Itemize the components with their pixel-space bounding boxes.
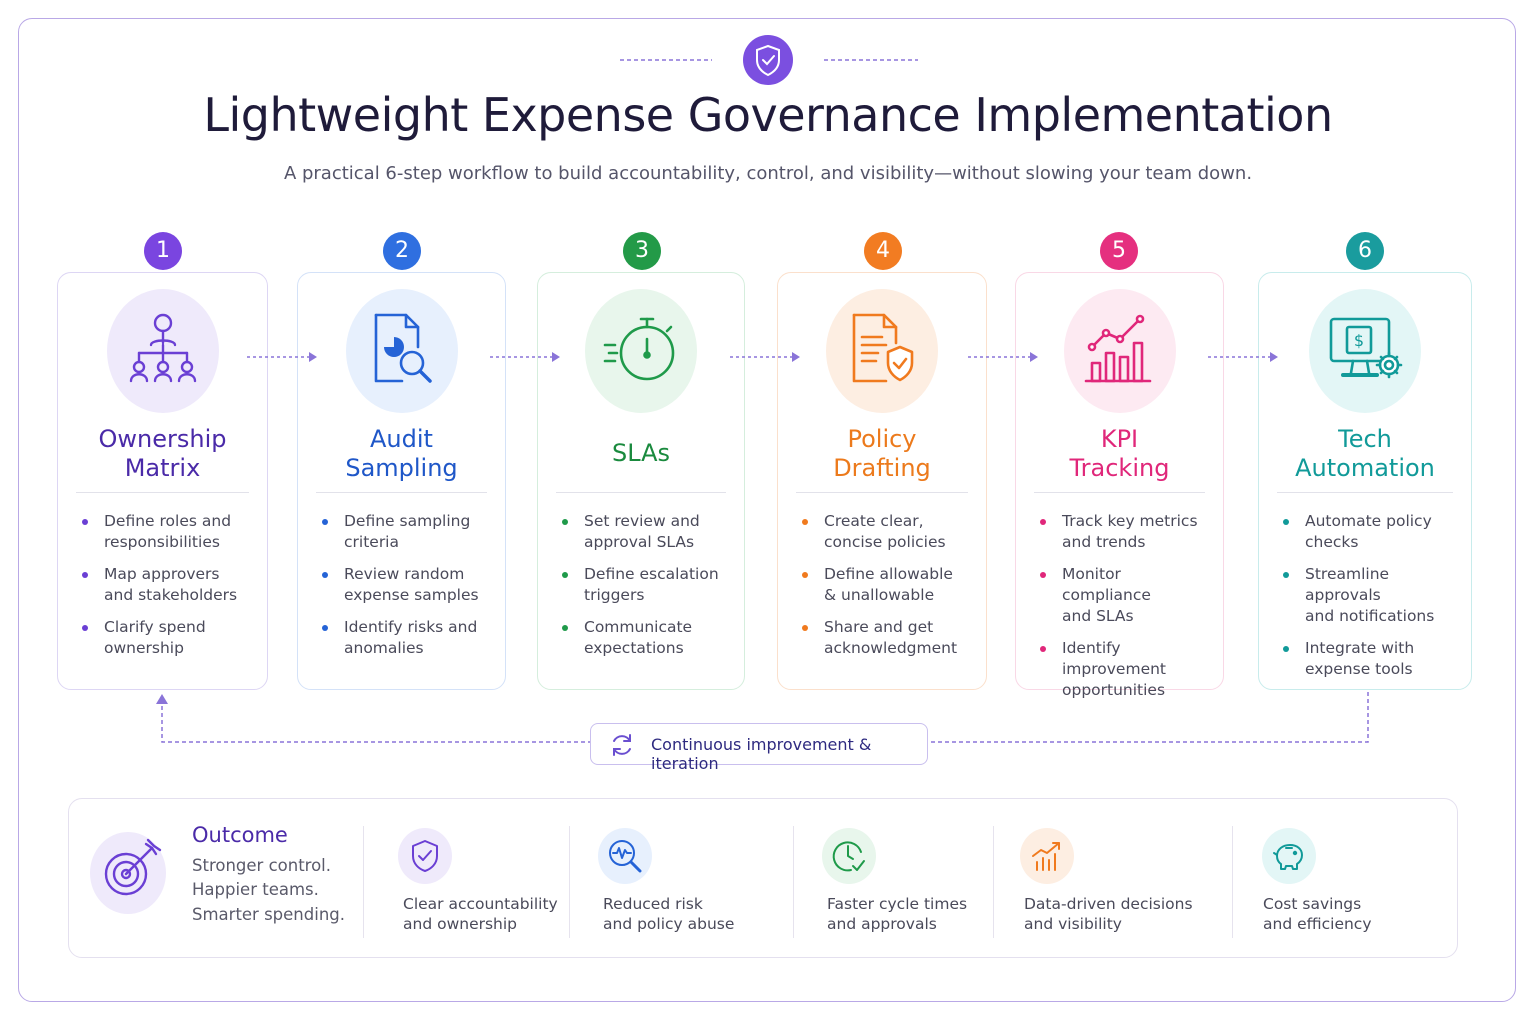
divider <box>316 492 487 493</box>
step-2-badge: 2 <box>383 232 421 270</box>
divider <box>993 826 994 938</box>
outcome-panel <box>68 798 1458 958</box>
target-arrow-icon <box>104 838 162 896</box>
step-6-badge: 6 <box>1346 232 1384 270</box>
shield-check-icon <box>743 35 793 85</box>
divider <box>1232 826 1233 938</box>
flow-arrow-2-3 <box>490 352 560 362</box>
divider <box>1277 492 1453 493</box>
svg-text:$: $ <box>1354 331 1364 350</box>
flow-arrow-3-4 <box>730 352 800 362</box>
trend-chart-icon <box>1032 842 1060 871</box>
document-search-icon <box>374 313 432 383</box>
divider <box>76 492 249 493</box>
divider <box>793 826 794 938</box>
outcome-line: Stronger control. <box>192 856 332 875</box>
step-title: SLAs <box>611 439 671 467</box>
divider <box>556 492 726 493</box>
bar-chart-icon <box>1084 314 1151 383</box>
org-chart-icon <box>129 313 196 383</box>
loop-label-box: Continuous improvement & iteration <box>590 723 928 773</box>
shield-check-icon <box>412 840 438 872</box>
divider <box>1034 492 1205 493</box>
policy-document-icon <box>852 313 914 383</box>
divider <box>569 826 570 938</box>
diagram-frame <box>18 18 1516 1002</box>
outcome-line: Happier teams. <box>192 880 319 899</box>
header-decoration <box>620 35 918 85</box>
divider <box>363 826 364 938</box>
list-item: Create clear,concise policies <box>800 511 974 553</box>
outcome-line: Smarter spending. <box>192 905 346 924</box>
flow-arrow-1-2 <box>247 352 317 362</box>
piggy-bank-icon <box>1273 844 1303 870</box>
flow-arrow-5-6 <box>1208 352 1278 362</box>
monitor-gear-icon: $ <box>1329 317 1403 379</box>
step-4-badge: 4 <box>864 232 902 270</box>
step-bullets: Create clear,concise policies Define all… <box>800 511 974 670</box>
step-5-badge: 5 <box>1100 232 1138 270</box>
step-3-badge: 3 <box>623 232 661 270</box>
flow-arrow-4-5 <box>968 352 1038 362</box>
outcome-title: Outcome <box>192 823 288 847</box>
loop-label: Continuous improvement & iteration <box>651 735 872 773</box>
stopwatch-icon <box>603 317 675 381</box>
page-subtitle: A practical 6-step workflow to build acc… <box>283 163 1253 184</box>
list-item: Define allowable& unallowable <box>800 564 974 606</box>
magnifier-pulse-icon <box>609 840 642 873</box>
page-title: Lightweight Expense Governance Implement… <box>203 88 1333 142</box>
step-1-badge: 1 <box>144 232 182 270</box>
clock-check-icon <box>832 841 865 872</box>
refresh-icon <box>613 734 631 756</box>
divider <box>796 492 968 493</box>
